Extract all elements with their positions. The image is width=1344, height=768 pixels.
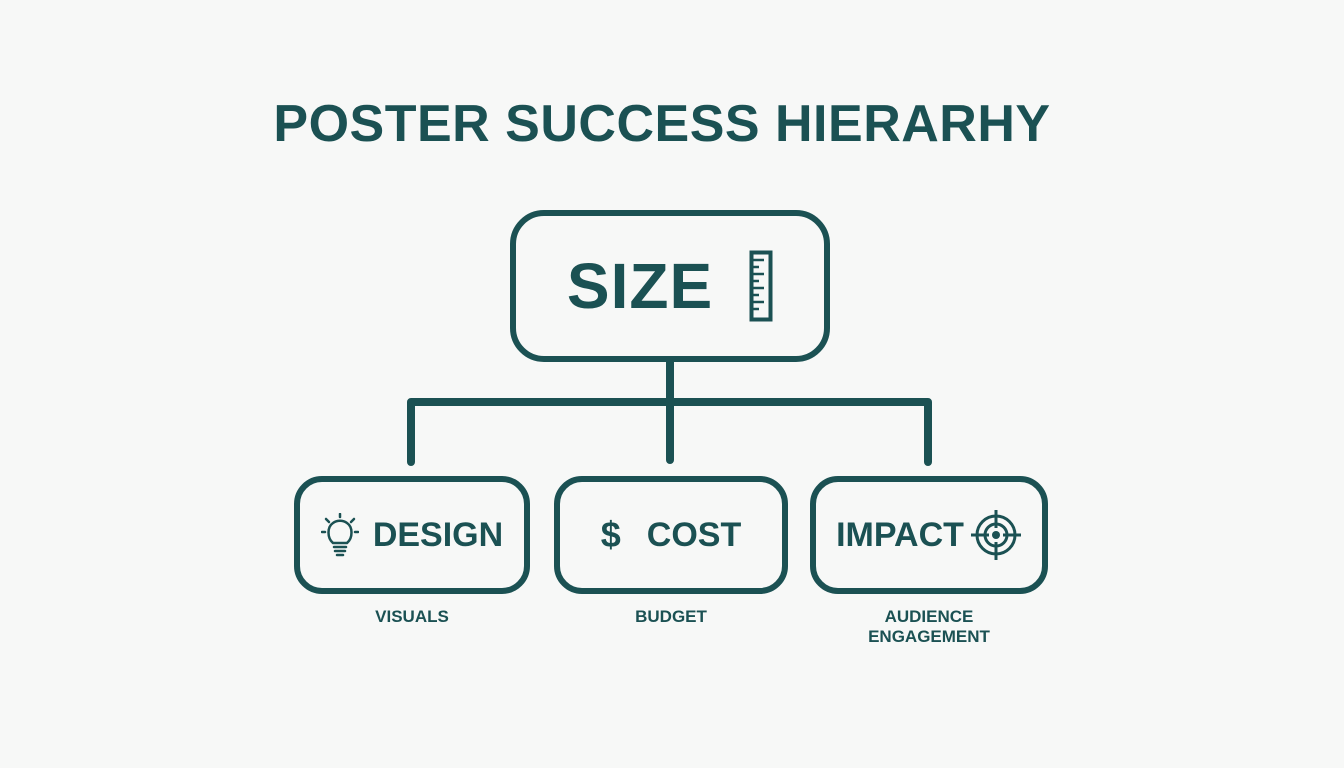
- child-node-label: DESIGN: [372, 515, 504, 554]
- diagram-title: POSTER SUCCESS HIERARHY: [273, 95, 1051, 153]
- impact-sublabel-line: ENGAGEMENT: [868, 627, 990, 646]
- target-icon: [970, 509, 1022, 561]
- cost-sublabel: BUDGET: [635, 607, 707, 626]
- connector-horizontal-bar: [407, 398, 932, 466]
- ruler-icon: [749, 250, 773, 322]
- child-node-label: COST: [646, 515, 742, 554]
- child-node-design: DESIGN: [294, 476, 530, 594]
- child-node-cost: $ COST: [554, 476, 788, 594]
- child-node-label: IMPACT: [836, 515, 964, 554]
- lightbulb-icon: [320, 513, 359, 557]
- root-node-size: SIZE: [510, 210, 830, 362]
- root-node-label: SIZE: [566, 250, 714, 322]
- child-node-impact: IMPACT: [810, 476, 1048, 594]
- impact-sublabel-line: AUDIENCE: [884, 607, 974, 626]
- design-sublabel: VISUALS: [375, 607, 449, 626]
- dollar-icon: $: [600, 514, 621, 555]
- impact-sublabel: AUDIENCE ENGAGEMENT: [800, 607, 1058, 647]
